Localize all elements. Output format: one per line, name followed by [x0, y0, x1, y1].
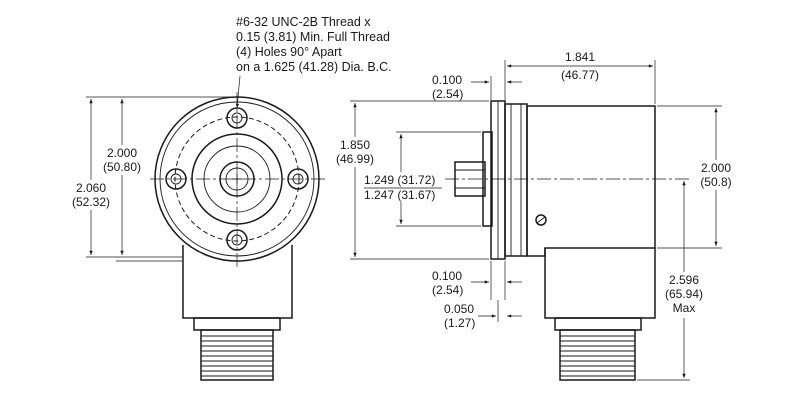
- overall-height-note: Max: [673, 301, 696, 315]
- front-dimensions: 2.000 (50.80) 2.060 (52.32): [64, 96, 230, 262]
- side-connector-thread: [559, 329, 636, 381]
- callout-line-3: (4) Holes 90° Apart: [236, 45, 342, 59]
- thread-callout: #6-32 UNC-2B Thread x 0.15 (3.81) Min. F…: [235, 15, 392, 109]
- flange-thickness-mm: (2.54): [432, 87, 463, 101]
- side-body: [526, 105, 656, 257]
- front-height-outer-mm: (52.32): [72, 195, 110, 209]
- shaft-dia-min: 1.247 (31.67): [364, 188, 435, 202]
- front-connector-collar: [193, 317, 281, 331]
- body-length-mm: (46.77): [561, 68, 599, 82]
- side-thread-lines: [560, 335, 635, 377]
- overall-height-inch: 2.596: [669, 273, 699, 287]
- bottom-gap-inch: 0.100: [432, 269, 462, 283]
- small-step-mm: (1.27): [444, 316, 475, 330]
- side-dimensions: 1.841 (46.77) 0.100 (2.54) 1.850 (46.99)…: [330, 50, 741, 381]
- shaft-dia-max: 1.249 (31.72): [364, 173, 435, 187]
- side-ring: [504, 103, 528, 257]
- callout-line-4: on a 1.625 (41.28) Dia. B.C.: [236, 60, 392, 74]
- side-view: [445, 100, 690, 381]
- front-height-inner-inch: 2.000: [107, 146, 137, 160]
- overall-height-mm: (65.94): [665, 287, 703, 301]
- front-connector-thread: [200, 329, 274, 381]
- body-length-inch: 1.841: [565, 50, 595, 64]
- bottom-gap-mm: (2.54): [432, 283, 463, 297]
- callout-leader: [235, 75, 241, 109]
- callout-line-1: #6-32 UNC-2B Thread x: [236, 15, 371, 29]
- pilot-dia-mm: (46.99): [336, 152, 374, 166]
- front-view: [150, 92, 325, 381]
- body-height-mm: (50.8): [700, 175, 731, 189]
- side-connector-body: [544, 248, 656, 319]
- flange-thickness-inch: 0.100: [432, 73, 462, 87]
- body-height-inch: 2.000: [701, 161, 731, 175]
- callout-line-2: 0.15 (3.81) Min. Full Thread: [236, 30, 390, 44]
- front-thread-lines: [201, 335, 273, 377]
- small-step-inch: 0.050: [444, 302, 474, 316]
- front-height-outer-inch: 2.060: [76, 181, 106, 195]
- pilot-dia-inch: 1.850: [340, 138, 370, 152]
- side-connector-collar: [554, 317, 642, 331]
- front-height-inner-mm: (50.80): [103, 160, 141, 174]
- set-screw: [535, 214, 547, 226]
